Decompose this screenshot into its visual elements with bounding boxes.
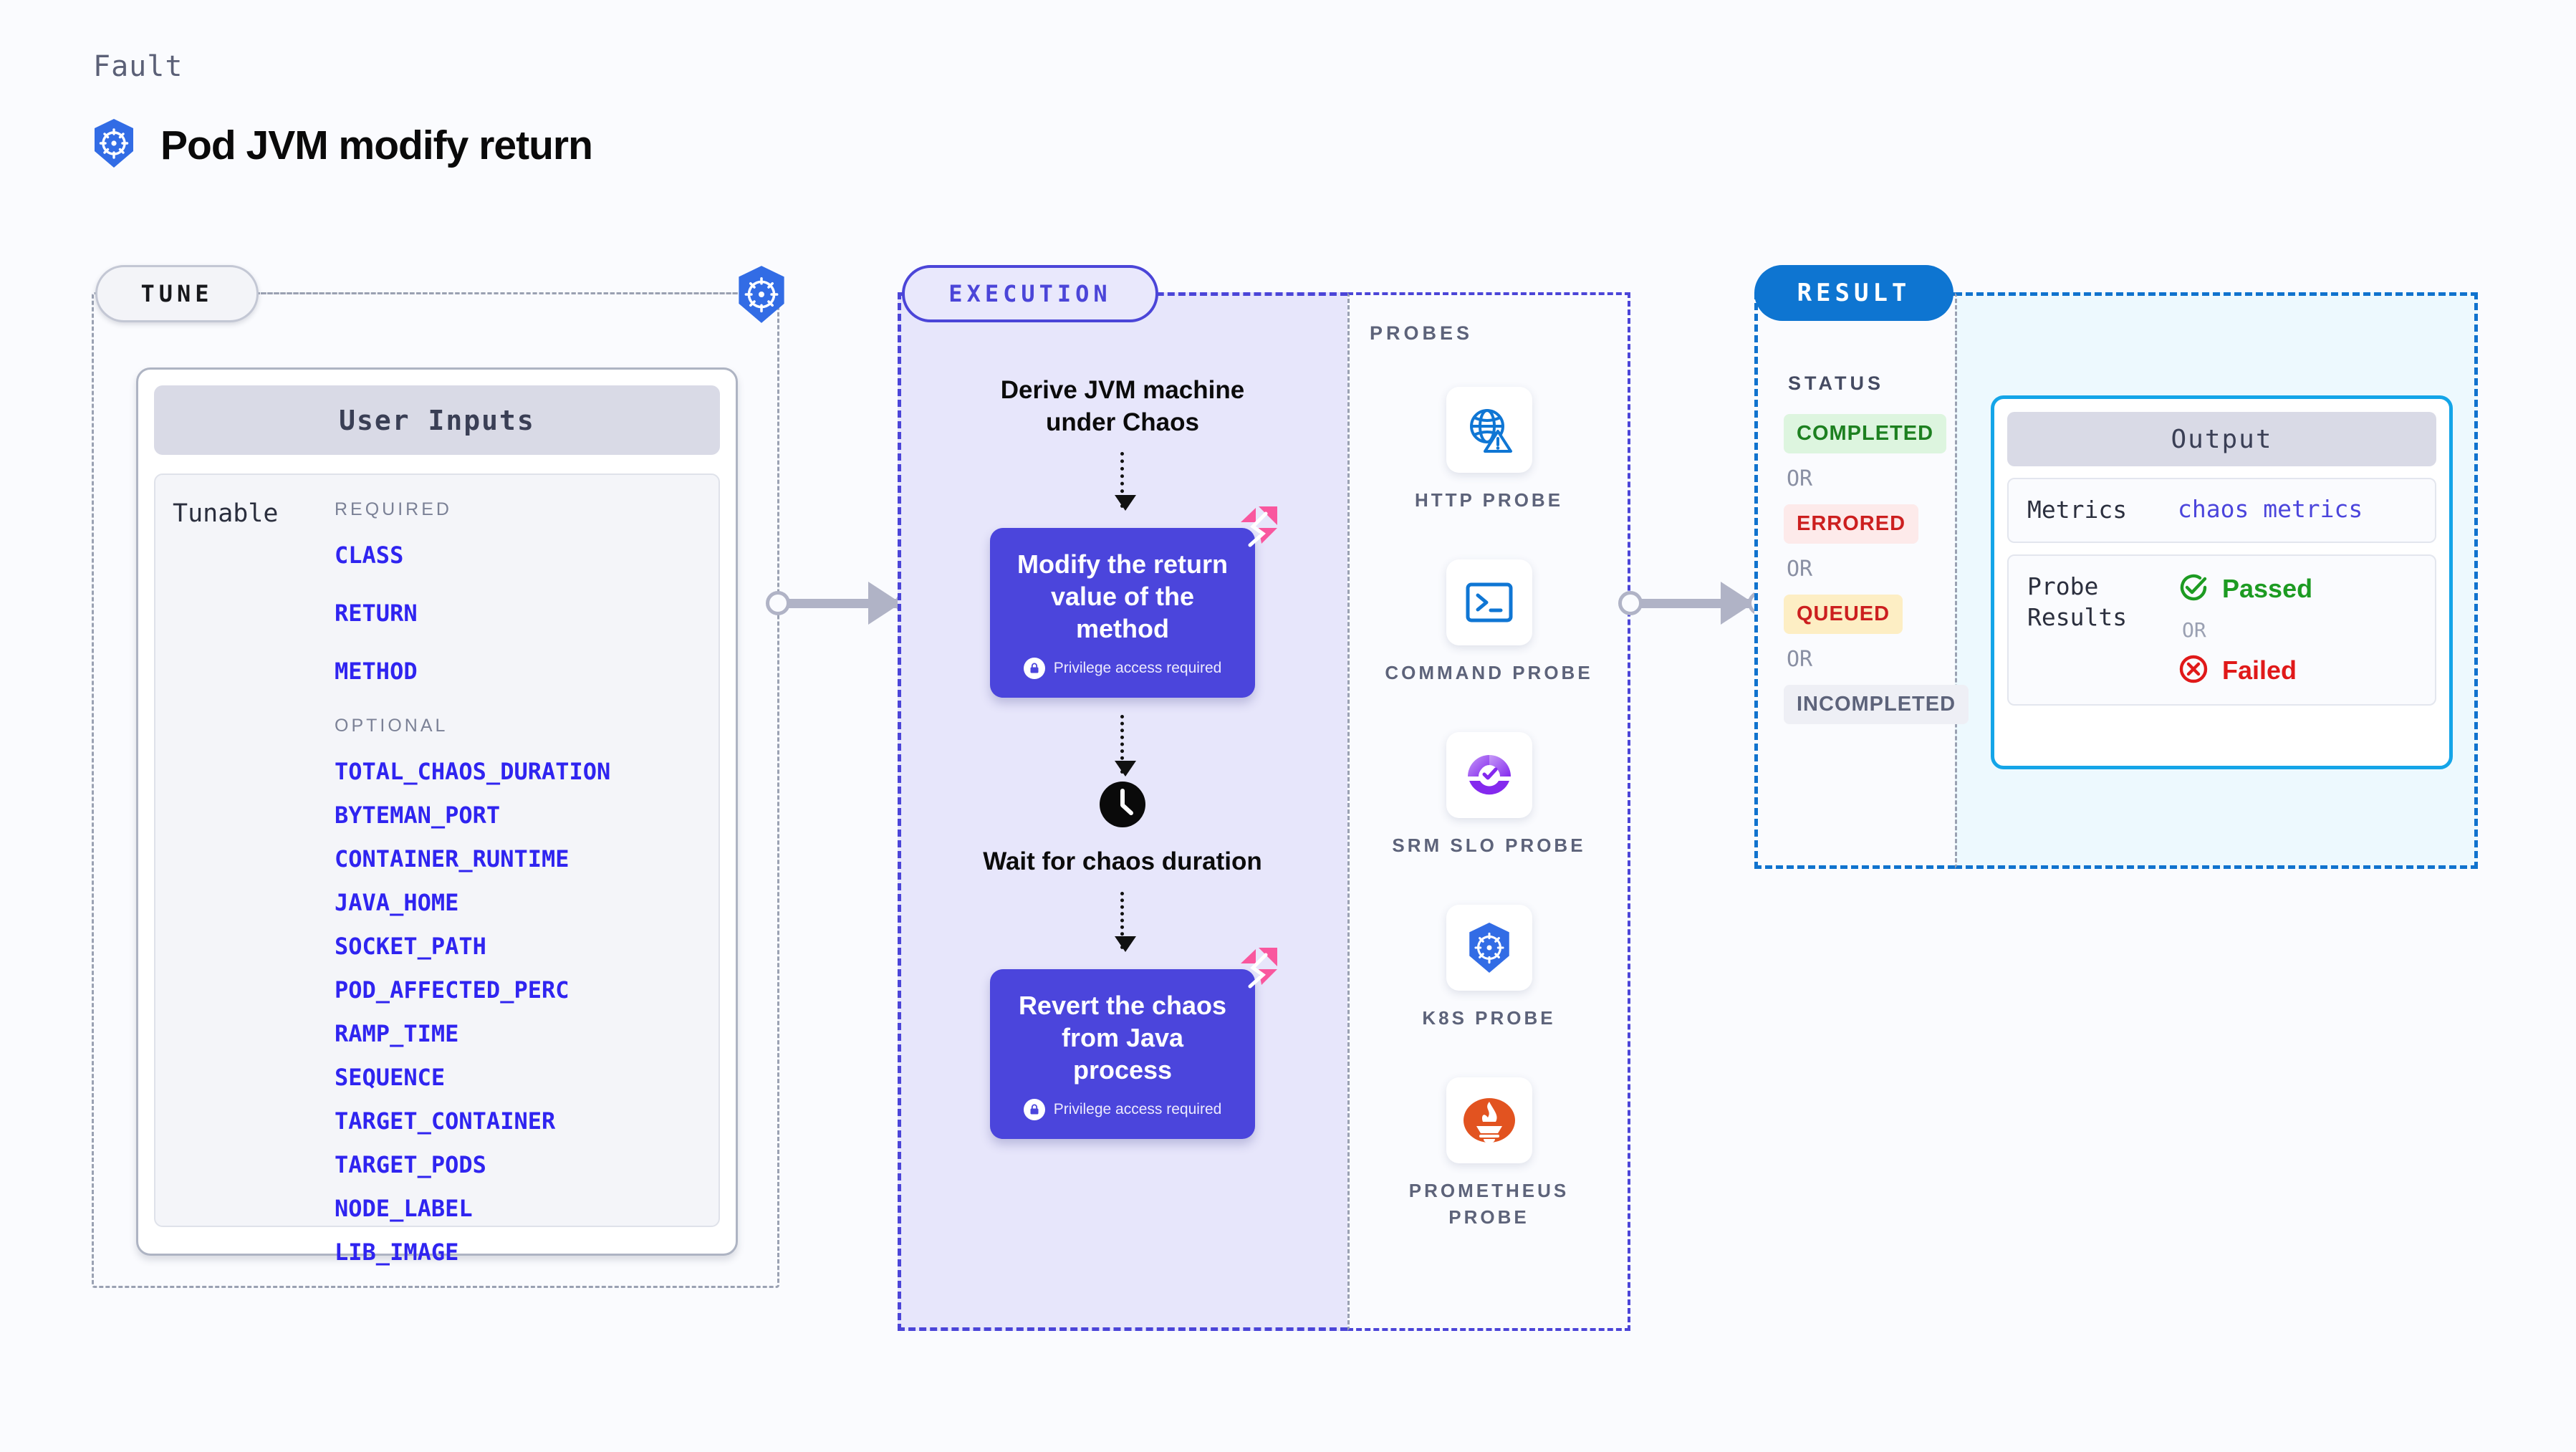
stage-badge-execution[interactable]: EXECUTION xyxy=(902,265,1158,322)
stage-badge-tune[interactable]: TUNE xyxy=(95,265,259,322)
verdict-failed: Failed xyxy=(2178,653,2312,688)
execution-step-text: Wait for chaos duration xyxy=(983,847,1262,875)
probe-item-k8s[interactable]: K8S PROBE xyxy=(1375,904,1604,1032)
verdict-passed: Passed xyxy=(2178,572,2312,607)
globe-warning-icon xyxy=(1446,387,1532,473)
required-group-title: REQUIRED xyxy=(335,499,452,519)
probe-item-prometheus[interactable]: PROMETHEUS PROBE xyxy=(1375,1077,1604,1231)
metrics-value[interactable]: chaos metrics xyxy=(2178,495,2363,523)
param-item[interactable]: RETURN xyxy=(335,600,418,627)
param-item[interactable]: POD_AFFECTED_PERC xyxy=(335,976,569,1004)
prometheus-icon xyxy=(1446,1077,1532,1163)
execution-card-revert-chaos[interactable]: Revert the chaos from Java process Privi… xyxy=(990,948,1277,1140)
execution-flow: Derive JVM machine under Chaos Modify th… xyxy=(898,292,1347,1331)
kubernetes-icon xyxy=(92,118,136,172)
output-row-metrics: Metrics chaos metrics xyxy=(2007,478,2436,543)
privilege-note: Privilege access required xyxy=(1009,1099,1236,1121)
user-inputs-card: User Inputs Tunable REQUIRED CLASS RETUR… xyxy=(136,367,738,1266)
privilege-note: Privilege access required xyxy=(1009,657,1236,679)
param-item[interactable]: LIB_IMAGE xyxy=(335,1239,459,1266)
param-item[interactable]: RAMP_TIME xyxy=(335,1020,459,1047)
page-title-row: Pod JVM modify return xyxy=(92,118,593,172)
optional-group-title: OPTIONAL xyxy=(335,716,448,736)
param-item[interactable]: METHOD xyxy=(335,658,418,685)
param-item[interactable]: JAVA_HOME xyxy=(335,889,459,916)
status-badge: ERRORED xyxy=(1784,504,1919,544)
status-or-label: OR xyxy=(1787,647,1813,672)
probe-label: COMMAND PROBE xyxy=(1385,661,1593,683)
status-badge: COMPLETED xyxy=(1784,414,1947,453)
x-circle-icon xyxy=(2178,653,2209,688)
optional-param-list: TOTAL_CHAOS_DURATION BYTEMAN_PORT CONTAI… xyxy=(335,758,719,1266)
verdict-or-label: OR xyxy=(2182,617,2206,642)
check-circle-icon xyxy=(2178,572,2209,607)
kubernetes-icon xyxy=(732,265,791,324)
privilege-note-text: Privilege access required xyxy=(1053,1101,1222,1118)
probe-list: HTTP PROBE COMMAND PROBE xyxy=(1347,387,1630,1230)
litmus-icon xyxy=(1237,504,1282,552)
lock-icon xyxy=(1023,1099,1045,1121)
output-row-probe-results: Probe Results Passed OR xyxy=(2007,554,2436,706)
page-title: Pod JVM modify return xyxy=(160,122,593,168)
clock-icon xyxy=(1099,781,1146,832)
probe-item-srm-slo[interactable]: SRM SLO PROBE xyxy=(1375,731,1604,859)
probe-label: PROMETHEUS PROBE xyxy=(1408,1179,1570,1228)
param-item[interactable]: CONTAINER_RUNTIME xyxy=(335,845,569,872)
terminal-icon xyxy=(1446,559,1532,645)
param-item[interactable]: BYTEMAN_PORT xyxy=(335,802,501,829)
output-card: Output Metrics chaos metrics Probe Resul… xyxy=(1991,395,2453,769)
probe-label: SRM SLO PROBE xyxy=(1392,834,1586,856)
param-item[interactable]: NODE_LABEL xyxy=(335,1195,473,1222)
kubernetes-icon xyxy=(1446,904,1532,991)
tunable-label: Tunable xyxy=(173,499,279,528)
probe-label: HTTP PROBE xyxy=(1414,489,1564,511)
status-badge: QUEUED xyxy=(1784,595,1903,634)
stage-badge-result[interactable]: RESULT xyxy=(1754,265,1953,321)
failed-label: Failed xyxy=(2222,655,2297,686)
probe-label: K8S PROBE xyxy=(1422,1006,1556,1029)
required-param-list: CLASS RETURN METHOD xyxy=(335,542,719,685)
param-item[interactable]: SEQUENCE xyxy=(335,1064,446,1091)
status-or-label: OR xyxy=(1787,557,1813,582)
output-title: Output xyxy=(2007,412,2436,466)
execution-card-modify-return[interactable]: Modify the return value of the method Pr… xyxy=(990,506,1277,698)
probe-results-label: Probe Results xyxy=(2027,572,2128,631)
passed-label: Passed xyxy=(2222,574,2313,604)
param-item[interactable]: SOCKET_PATH xyxy=(335,933,486,960)
status-list: COMPLETED OR ERRORED OR QUEUED OR INCOMP… xyxy=(1784,414,1969,724)
execution-step-text: Derive JVM machine under Chaos xyxy=(1000,376,1245,436)
user-inputs-title: User Inputs xyxy=(154,385,720,455)
tunable-section: Tunable REQUIRED CLASS RETURN METHOD OPT… xyxy=(154,473,720,1266)
probe-item-http[interactable]: HTTP PROBE xyxy=(1375,387,1604,514)
param-item[interactable]: TARGET_CONTAINER xyxy=(335,1107,556,1135)
execution-card-title: Modify the return value of the method xyxy=(1017,549,1228,643)
status-title: STATUS xyxy=(1788,372,1884,394)
flow-arrow-icon xyxy=(1115,892,1136,953)
status-or-label: OR xyxy=(1787,466,1813,491)
flow-arrow-icon xyxy=(1115,714,1136,777)
metrics-label: Metrics xyxy=(2027,496,2128,524)
privilege-note-text: Privilege access required xyxy=(1053,659,1222,676)
probes-title: PROBES xyxy=(1370,322,1474,344)
execution-card-title: Revert the chaos from Java process xyxy=(1018,991,1227,1085)
litmus-icon xyxy=(1237,945,1282,993)
lock-icon xyxy=(1023,657,1045,679)
probe-item-command[interactable]: COMMAND PROBE xyxy=(1375,559,1604,686)
param-item[interactable]: CLASS xyxy=(335,542,404,569)
srm-slo-icon xyxy=(1446,731,1532,818)
flow-arrow-icon xyxy=(1115,451,1136,511)
param-item[interactable]: TARGET_PODS xyxy=(335,1151,486,1178)
param-item[interactable]: TOTAL_CHAOS_DURATION xyxy=(335,758,611,785)
status-badge: INCOMPLETED xyxy=(1784,685,1969,724)
page-kicker: Fault xyxy=(93,50,183,83)
result-panel xyxy=(1754,292,1955,869)
tune-panel xyxy=(92,292,779,1288)
